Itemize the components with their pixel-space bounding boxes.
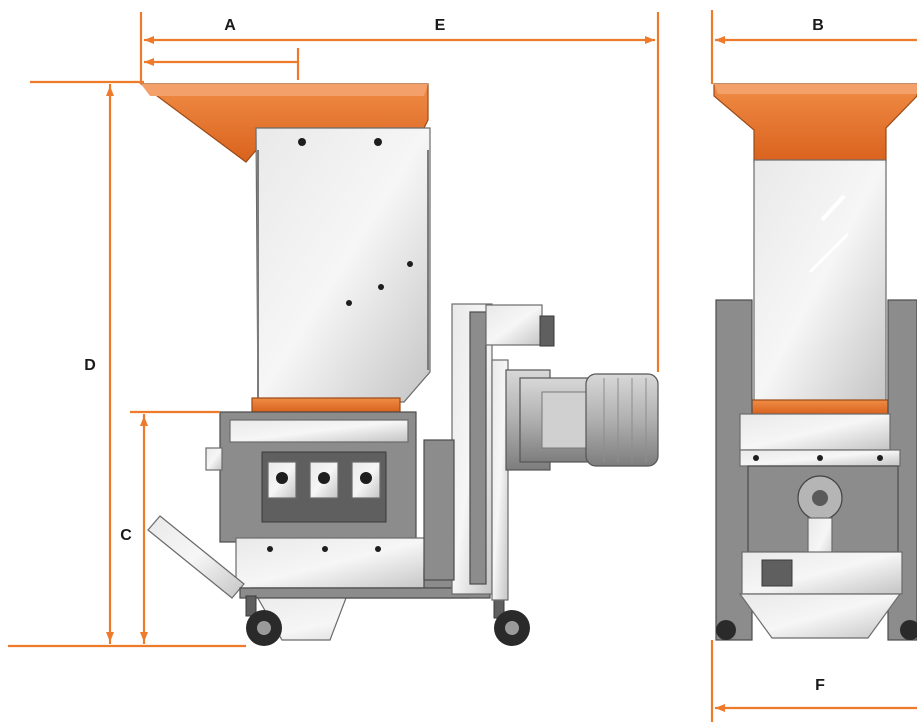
side-base-frame bbox=[235, 537, 437, 589]
front-hopper-funnel bbox=[713, 83, 917, 163]
dimension-f-line bbox=[710, 640, 917, 722]
side-wheel-right bbox=[493, 595, 530, 646]
front-view-machine bbox=[713, 83, 917, 641]
dimension-lines bbox=[8, 10, 917, 722]
side-hopper-mouth bbox=[251, 397, 401, 413]
dimension-a-line bbox=[144, 48, 300, 80]
dimension-label-e: E bbox=[435, 17, 446, 34]
dimension-label-d: D bbox=[84, 357, 96, 374]
side-hopper-body bbox=[255, 127, 431, 403]
side-motor bbox=[505, 369, 659, 471]
side-discharge-chute bbox=[147, 515, 245, 599]
dimension-d-line bbox=[30, 80, 144, 644]
front-hopper-body bbox=[753, 159, 887, 405]
dimension-c-line bbox=[130, 410, 220, 644]
dimension-label-b: B bbox=[812, 17, 824, 34]
dimension-label-f: F bbox=[815, 677, 825, 694]
dimension-b-line bbox=[710, 10, 917, 84]
front-collection-bin bbox=[738, 593, 902, 639]
side-view-machine bbox=[139, 83, 659, 646]
dimension-e-line bbox=[144, 36, 655, 44]
side-wheel-left bbox=[245, 595, 282, 646]
dimension-label-a: A bbox=[224, 17, 236, 34]
dimension-labels: A E B D C F bbox=[84, 17, 825, 694]
dimension-label-c: C bbox=[120, 527, 132, 544]
